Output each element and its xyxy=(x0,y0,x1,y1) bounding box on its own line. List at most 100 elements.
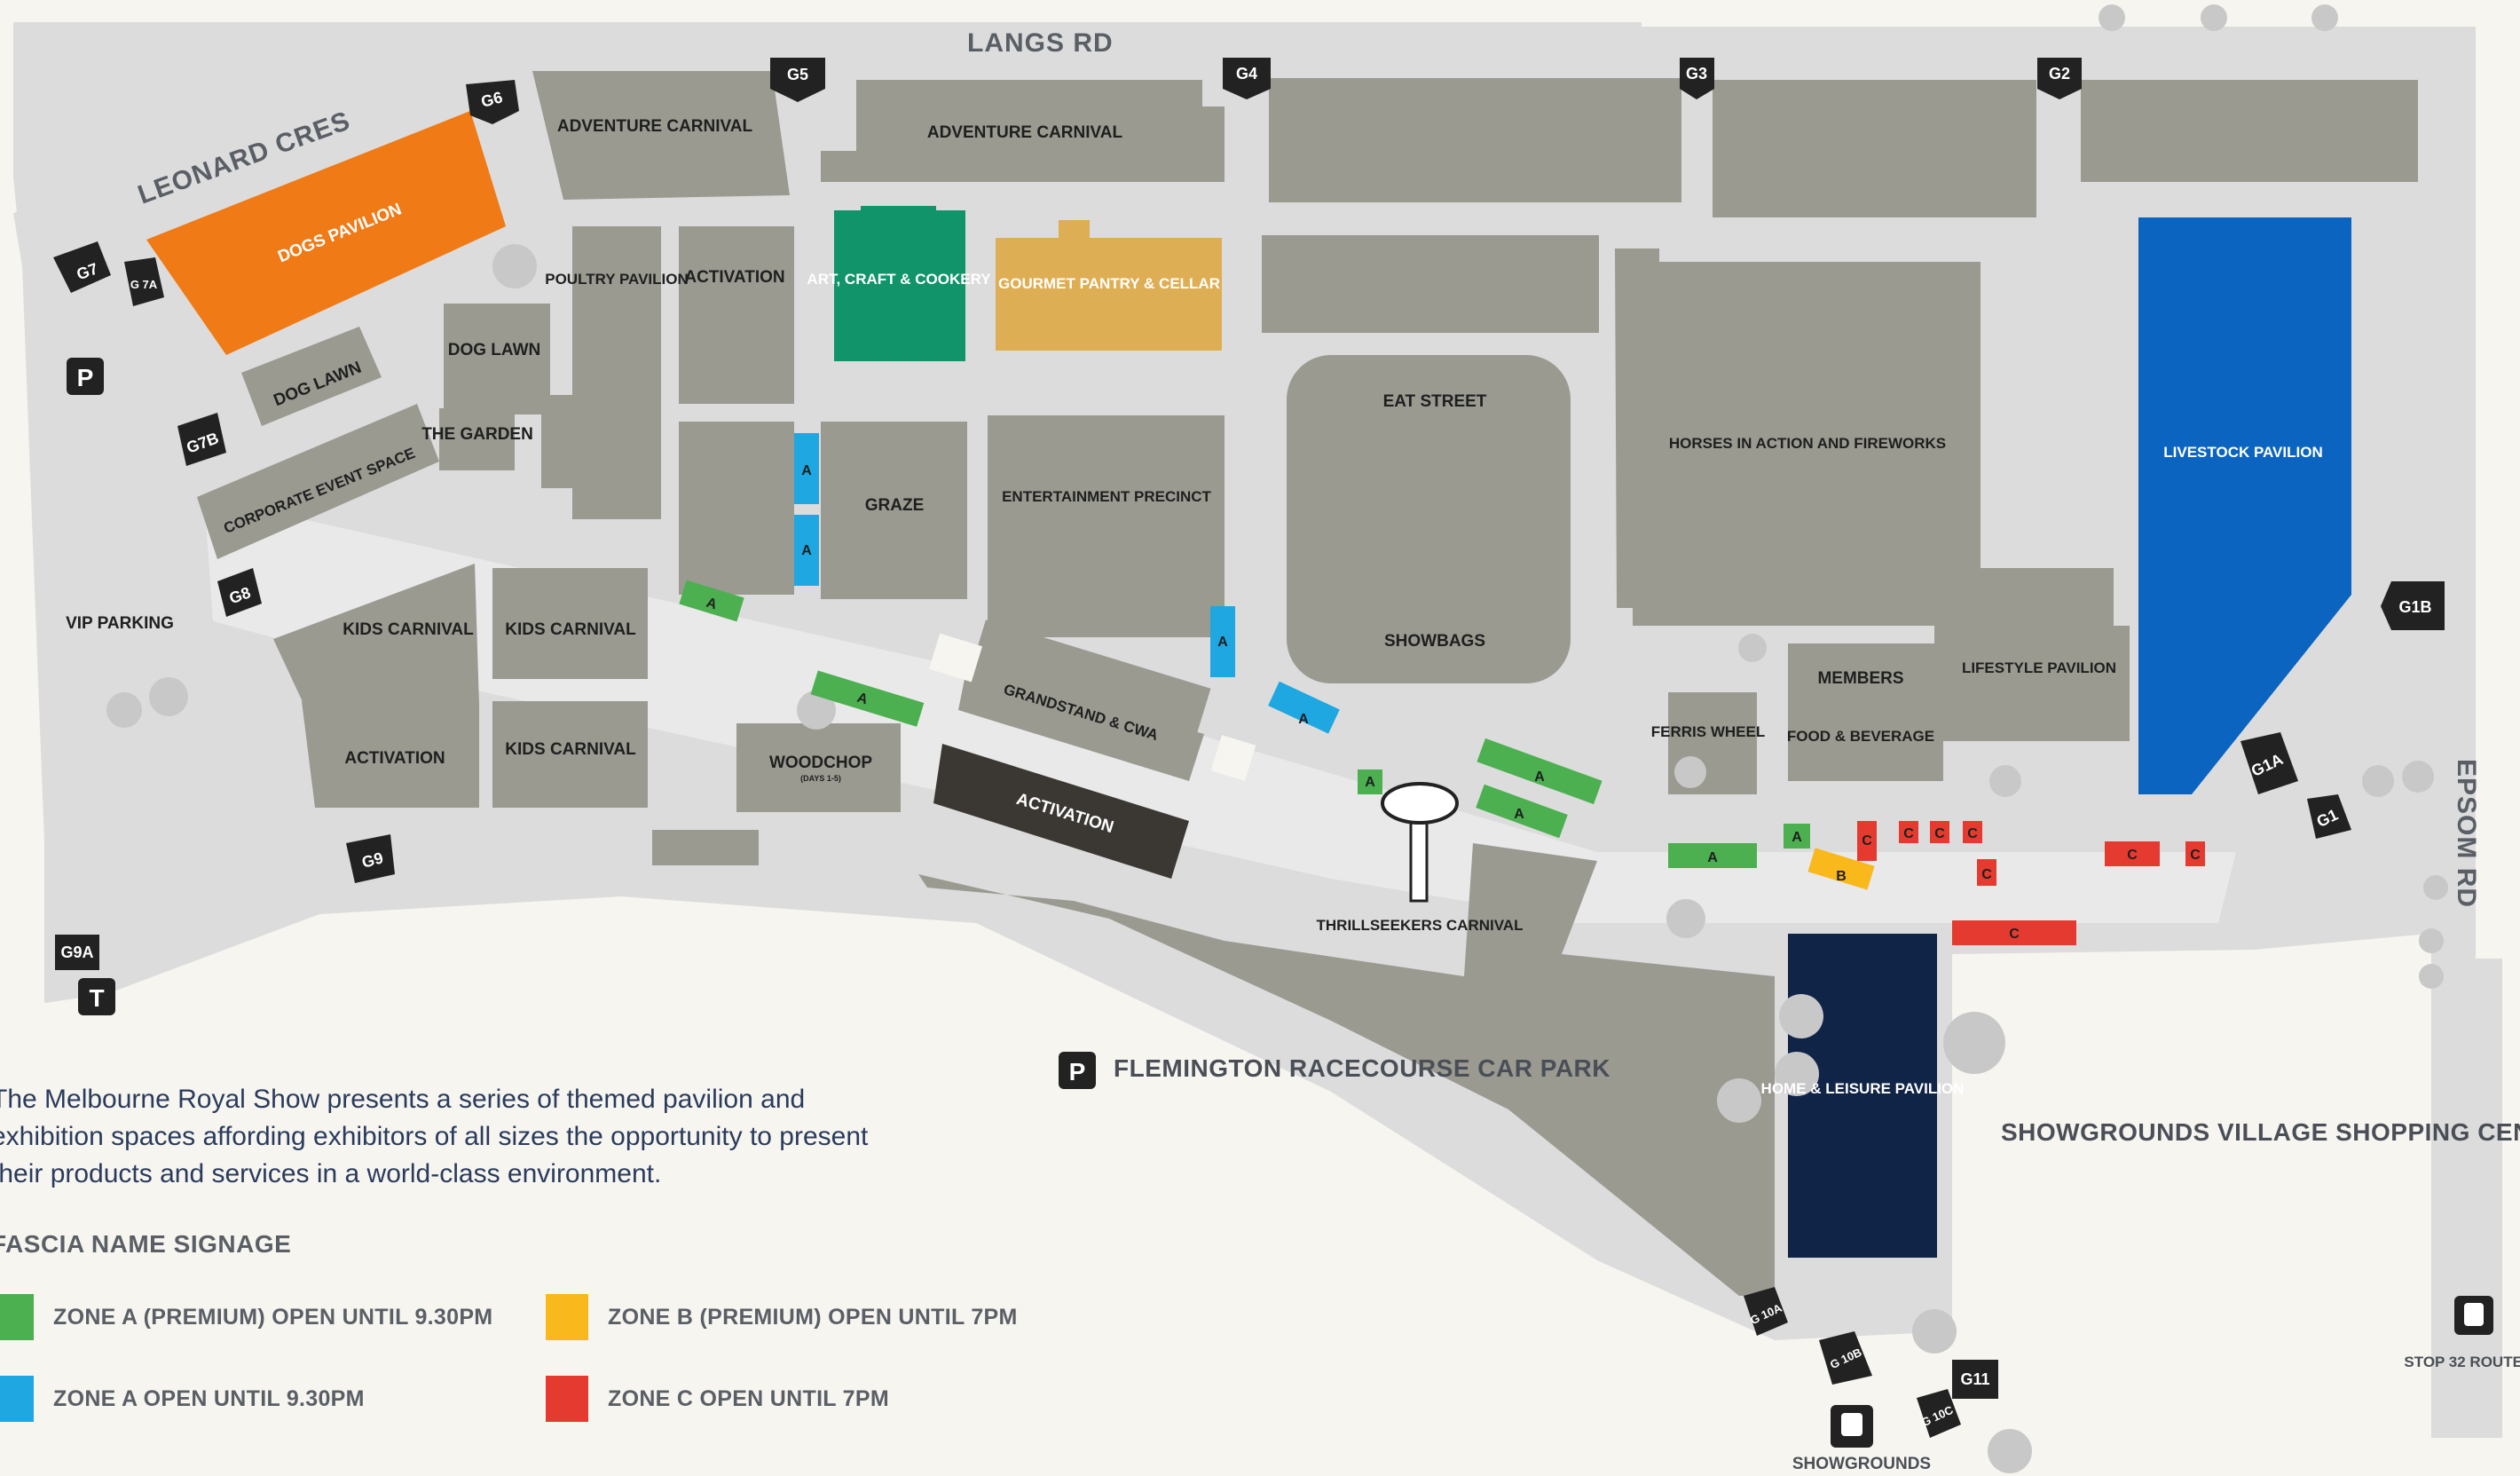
svg-text:T: T xyxy=(89,984,104,1012)
tree-icons xyxy=(106,4,2448,1473)
legend-swatch xyxy=(546,1376,588,1422)
zone-letter-c: C xyxy=(1862,833,1872,849)
zone-letter-c: C xyxy=(2190,848,2201,863)
label-the-garden: THE GARDEN xyxy=(421,425,533,444)
label-activation-top: ACTIVATION xyxy=(684,268,784,287)
legend-swatch xyxy=(0,1294,34,1340)
gap-2 xyxy=(1210,735,1256,781)
road-langs-rd: LANGS RD xyxy=(967,28,1114,58)
label-members: MEMBERS xyxy=(1817,669,1903,688)
label-activation-left: ACTIVATION xyxy=(344,749,445,768)
label-showbags: SHOWBAGS xyxy=(1384,632,1485,651)
thrillseekers-tower-icon xyxy=(1381,782,1459,903)
label-stop: STOP 32 ROUTE 57 xyxy=(2404,1354,2520,1370)
tram-icon[interactable]: T xyxy=(78,978,115,1015)
label-showgrounds-village: SHOWGROUNDS VILLAGE SHOPPING CENTRE xyxy=(2001,1118,2520,1146)
zone-letter-a: A xyxy=(855,691,870,708)
label-dog-lawn: DOG LAWN xyxy=(448,341,541,359)
label-home-leisure: HOME & LEISURE PAVILION xyxy=(1761,1080,1965,1097)
legend-item-zone-a: ZONE A OPEN UNTIL 9.30PM xyxy=(0,1376,365,1422)
gourmet-notch xyxy=(1059,220,1090,242)
home-leisure-building xyxy=(1788,934,1937,1258)
svg-text:G5: G5 xyxy=(787,66,808,83)
label-adventure-carnival-left: ADVENTURE CARNIVAL xyxy=(557,117,753,136)
art-craft-building xyxy=(834,210,965,361)
svg-text:G3: G3 xyxy=(1686,65,1707,83)
zone-letter-a: A xyxy=(1514,807,1524,822)
legend-swatch xyxy=(0,1376,34,1422)
zone-b-marker xyxy=(1807,848,1875,890)
gate-g7a: G 7A xyxy=(124,257,164,306)
label-woodchop-days: (DAYS 1-5) xyxy=(800,774,841,783)
label-art-craft: ART, CRAFT & COOKERY xyxy=(807,271,991,288)
zone-letter-c: C xyxy=(1903,826,1914,841)
label-vip-parking: VIP PARKING xyxy=(66,614,174,633)
svg-text:G 7A: G 7A xyxy=(130,278,158,291)
zone-letter-a: A xyxy=(801,463,812,478)
zone-letter-a: A xyxy=(1217,635,1228,650)
legend-item-zone-c: ZONE C OPEN UNTIL 7PM xyxy=(546,1376,889,1422)
zone-c-markers xyxy=(1857,821,2205,945)
gate-g9: G9 xyxy=(346,834,395,883)
parking-icon[interactable]: P xyxy=(1059,1052,1096,1089)
zone-a-premium-markers xyxy=(679,580,1810,868)
parking-icon[interactable]: P xyxy=(67,358,104,395)
dogs-pavilion-building xyxy=(146,111,506,355)
legend-item-zone-a-premium: ZONE A (PREMIUM) OPEN UNTIL 9.30PM xyxy=(0,1294,492,1340)
gate-g7b: G7B xyxy=(177,413,226,466)
legend-title: FASCIA NAME SIGNAGE xyxy=(0,1230,292,1258)
zone-letter-c: C xyxy=(1967,826,1978,841)
gate-g1b: G1B xyxy=(2381,581,2445,630)
legend-label: ZONE C OPEN UNTIL 7PM xyxy=(608,1385,889,1411)
label-kids-carnival-2: KIDS CARNIVAL xyxy=(505,620,636,639)
label-gourmet: GOURMET PANTRY & CELLAR xyxy=(998,275,1220,292)
zone-letter-c: C xyxy=(2127,848,2138,863)
gate-g10b: G 10B xyxy=(1819,1331,1872,1385)
label-food-bev: FOOD & BEVERAGE xyxy=(1787,728,1934,745)
label-graze: GRAZE xyxy=(865,496,925,515)
gate-g1: G1 xyxy=(2307,794,2351,839)
zone-letter-a: A xyxy=(801,543,812,558)
gate-g1a: G1A xyxy=(2240,732,2298,794)
label-horses: HORSES IN ACTION AND FIREWORKS xyxy=(1669,435,1946,452)
zone-letter-a: A xyxy=(705,596,719,613)
svg-text:G2: G2 xyxy=(2049,65,2070,83)
label-kids-carnival-3: KIDS CARNIVAL xyxy=(505,740,636,759)
label-adventure-carnival-top: ADVENTURE CARNIVAL xyxy=(927,123,1123,142)
zone-letter-c: C xyxy=(1934,826,1945,841)
livestock-pavilion-building xyxy=(2138,217,2351,794)
gate-g10c: G 10C xyxy=(1917,1389,1961,1438)
legend-swatch xyxy=(546,1294,588,1340)
legend-label: ZONE A OPEN UNTIL 9.30PM xyxy=(53,1385,365,1411)
gap-1 xyxy=(928,633,983,683)
buildings xyxy=(197,71,2418,1296)
activation-dark-building xyxy=(933,744,1189,879)
tram-stop-icon[interactable] xyxy=(2454,1296,2493,1335)
gate-g6: G6 xyxy=(466,80,519,124)
svg-text:G4: G4 xyxy=(1236,65,1257,83)
intro-text: The Melbourne Royal Show presents a seri… xyxy=(0,1085,869,1188)
gate-g7: G7 xyxy=(53,241,111,293)
legend-label: ZONE A (PREMIUM) OPEN UNTIL 9.30PM xyxy=(53,1304,493,1330)
art-craft-notch xyxy=(861,206,936,217)
zone-letter-a: A xyxy=(1534,770,1545,785)
gourmet-building xyxy=(996,238,1222,351)
zone-letter-a: A xyxy=(1298,712,1309,727)
label-flemington: FLEMINGTON RACECOURSE CAR PARK xyxy=(1114,1054,1610,1082)
label-poultry-pavilion: POULTRY PAVILION xyxy=(545,271,689,288)
label-showgrounds-station: SHOWGROUNDS xyxy=(1792,1455,1931,1473)
grandstand-building xyxy=(964,620,1211,762)
gate-g3: G3 xyxy=(1680,58,1714,99)
gate-markers[interactable]: G5 G6 G4 G3 G2 G7 G 7A G7B G8 G9 G9A G1B… xyxy=(53,58,2445,1438)
gate-g10a: G 10A xyxy=(1744,1287,1788,1336)
gate-g9a: G9A xyxy=(55,935,99,970)
svg-text:G11: G11 xyxy=(1960,1370,1989,1388)
svg-text:P: P xyxy=(1069,1058,1086,1085)
train-icon[interactable] xyxy=(1831,1405,1873,1448)
gate-g4: G4 xyxy=(1223,58,1271,99)
gate-g5: G5 xyxy=(770,58,825,102)
label-lifestyle: LIFESTYLE PAVILION xyxy=(1962,659,2116,676)
label-woodchop: WOODCHOP xyxy=(769,754,872,772)
zone-a-markers xyxy=(794,433,1340,734)
